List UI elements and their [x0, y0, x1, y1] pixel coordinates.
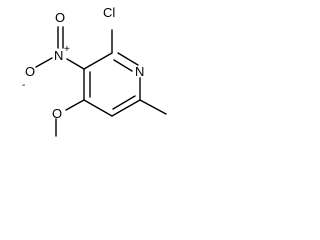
bond-c3-nnitro: [66, 58, 85, 70]
atom-n-ring: N: [135, 64, 144, 79]
pyridine-ring: [83, 52, 141, 117]
bond-c6-methyl: [139, 99, 167, 115]
atom-o-left-charge: -: [22, 80, 25, 91]
atom-n-nitro-charge: +: [64, 44, 70, 55]
bond-c5-c4: [83, 99, 113, 117]
bond-nnitro-oleft: [35, 57, 53, 68]
bond-c2-n1-inner: [113, 59, 133, 72]
atom-o-methoxy: O: [52, 106, 62, 121]
molecule-diagram: Cl N N + O O - O: [22, 5, 167, 137]
atom-n-nitro: N: [54, 48, 63, 63]
bond-c6-c5-inner: [112, 95, 136, 110]
bond-c6-c5: [111, 99, 141, 117]
bond-c2-n1: [117, 52, 139, 66]
atom-cl: Cl: [103, 5, 115, 20]
atom-o-top: O: [55, 10, 65, 25]
atom-o-left: O: [25, 64, 35, 79]
bond-c3-c2: [83, 52, 113, 70]
bond-c4-omethoxy: [65, 99, 85, 111]
